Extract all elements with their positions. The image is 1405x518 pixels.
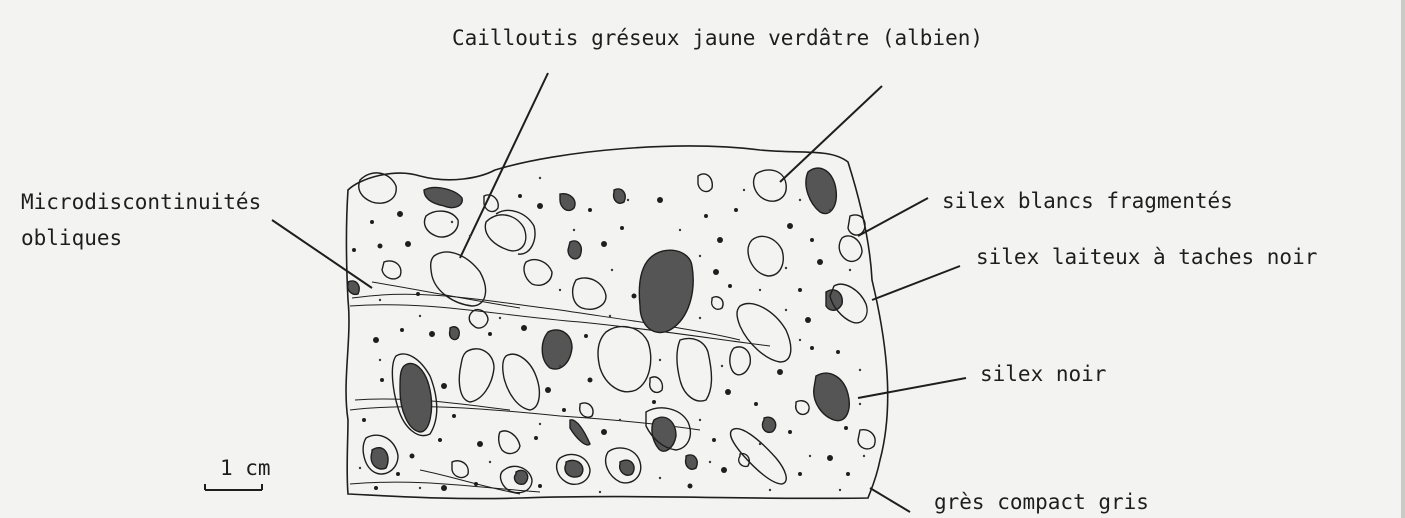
leader-silex-noir [858,378,966,398]
scale-bar [205,484,262,490]
silex-laiteux-label: silex laiteux à taches noir [976,247,1317,268]
leader-gres [870,488,910,512]
leader-silex-blancs [858,198,928,236]
white-flint-clasts [359,170,875,493]
scale-label: 1 cm [220,458,271,479]
title-label: Cailloutis gréseux jaune verdâtre (albie… [452,28,983,49]
silex-blancs-label: silex blancs fragmentés [942,191,1233,212]
silex-noir-label: silex noir [980,364,1106,385]
microdiscontinuites-label: Microdiscontinuités [21,192,261,213]
matrix-grains [352,194,850,491]
leader-cailloutis-2 [780,86,882,182]
leader-silex-laiteux [872,266,960,300]
obliques-label: obliques [21,228,122,249]
leader-microdiscontinuites [272,220,372,288]
gres-compact-label: grès compact gris [934,492,1149,513]
page-edge [1401,0,1405,518]
black-flint-clasts [348,168,850,484]
leader-lines [272,73,966,512]
